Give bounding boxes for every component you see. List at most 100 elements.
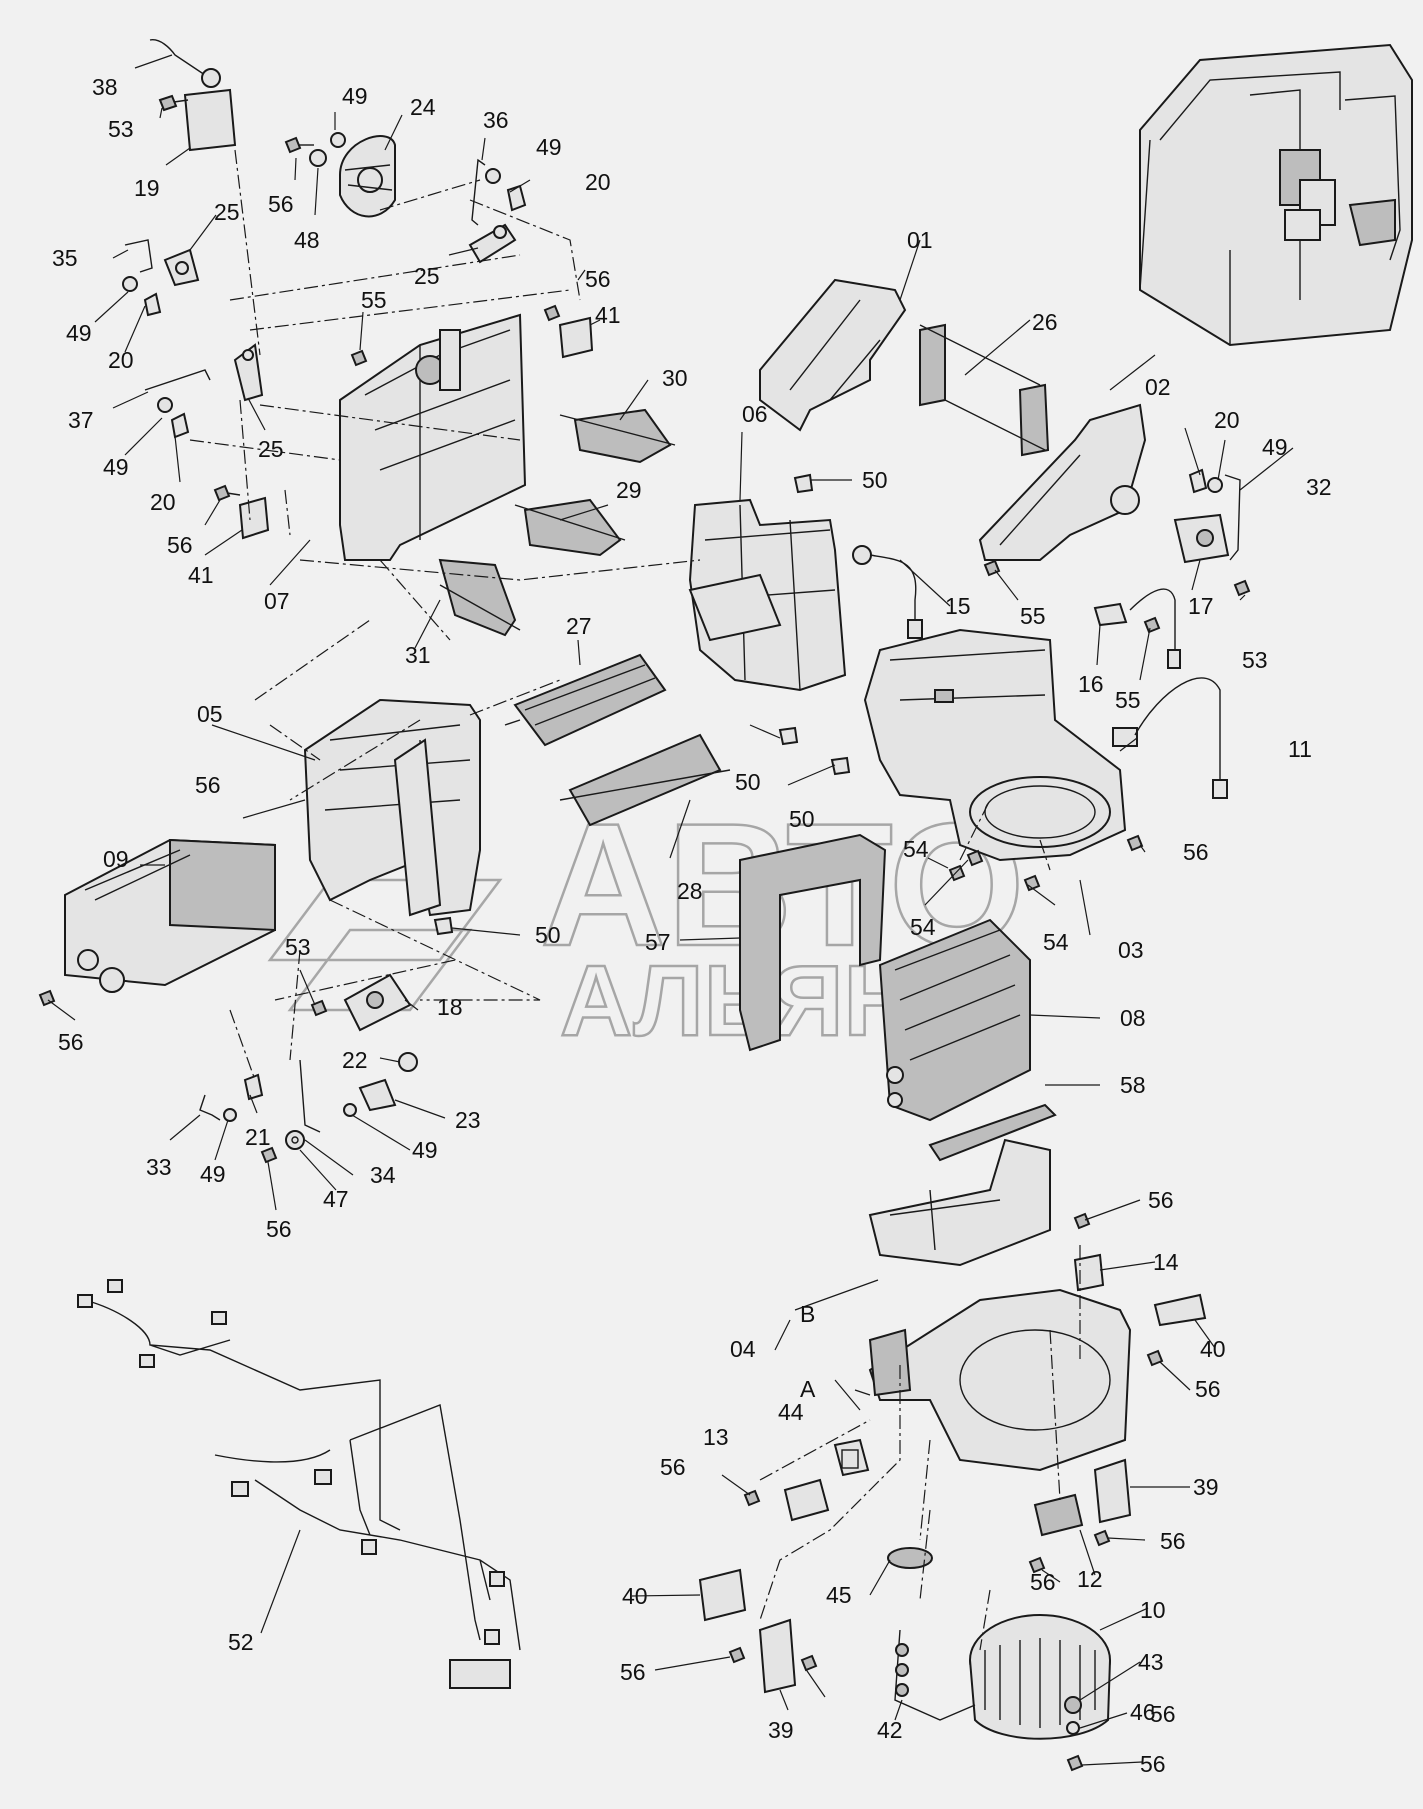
callout-28: 28 — [677, 878, 703, 904]
callout-25: 25 — [258, 436, 284, 462]
screw-56-lower-b — [800, 1654, 818, 1672]
callout-35: 35 — [52, 245, 78, 271]
callout-56: 56 — [620, 1659, 646, 1685]
lever-20-rod37 — [170, 412, 190, 439]
clip-49-rod33 — [223, 1108, 237, 1122]
callout-06: 06 — [742, 401, 768, 427]
callout-12: 12 — [1077, 1566, 1103, 1592]
bushing-48 — [309, 149, 327, 167]
screw-55-top — [350, 349, 368, 367]
callout-24: 24 — [410, 94, 436, 120]
callout-26: 26 — [1032, 309, 1058, 335]
callout-B: B — [800, 1301, 815, 1327]
leader-lines — [47, 54, 1294, 1766]
sensor-wire-15 — [852, 545, 923, 639]
blower-housing-03 — [863, 628, 1127, 862]
callout-38: 38 — [92, 74, 118, 100]
callout-43: 43 — [1138, 1649, 1164, 1675]
callout-39: 39 — [1193, 1474, 1219, 1500]
insulator-45 — [887, 1547, 933, 1569]
bracket-40-lower — [698, 1568, 747, 1622]
lever-20-left — [143, 292, 162, 317]
callout-54: 54 — [903, 836, 929, 862]
callout-50: 50 — [735, 769, 761, 795]
callout-56: 56 — [1195, 1376, 1221, 1402]
screw-56-lower-a — [728, 1646, 746, 1664]
callout-30: 30 — [662, 365, 688, 391]
callout-A: A — [800, 1376, 816, 1402]
air-door-31 — [438, 558, 521, 637]
link-rod-38 — [149, 39, 221, 88]
clip-50-left — [433, 916, 454, 936]
callout-21: 21 — [245, 1124, 271, 1150]
lever-25-lower — [233, 343, 264, 402]
callout-14: 14 — [1153, 1249, 1179, 1275]
callout-37: 37 — [68, 407, 94, 433]
washer-47 — [285, 1130, 305, 1150]
lever-20-top — [506, 184, 527, 212]
screw-56-bottom — [1066, 1754, 1084, 1772]
callout-33: 33 — [146, 1154, 172, 1180]
heater-core-09 — [64, 838, 276, 993]
callout-03: 03 — [1118, 937, 1144, 963]
screw-55-right — [1143, 616, 1161, 634]
screw-56-bracket39 — [1093, 1529, 1111, 1547]
seal-57 — [739, 833, 887, 1052]
lever-25-mid — [468, 223, 517, 264]
switch-14 — [1073, 1253, 1105, 1292]
seal-58 — [928, 1103, 1057, 1162]
duct-01 — [759, 278, 907, 432]
callout-56: 56 — [1140, 1751, 1166, 1777]
amplifier-12 — [1033, 1493, 1084, 1537]
callout-01: 01 — [907, 227, 933, 253]
screw-56-top — [284, 136, 314, 154]
callout-56: 56 — [167, 532, 193, 558]
lever-20-right — [1188, 468, 1208, 494]
filter-26 — [919, 323, 1050, 457]
callout-20: 20 — [108, 347, 134, 373]
callout-31: 31 — [405, 642, 431, 668]
bush-22 — [398, 1052, 418, 1072]
callout-16: 16 — [1078, 671, 1104, 697]
rod-32 — [1224, 474, 1241, 561]
washer-46 — [1066, 1721, 1080, 1735]
callout-56: 56 — [58, 1029, 84, 1055]
damper-lever-19 — [183, 88, 237, 152]
callout-56: 56 — [1183, 839, 1209, 865]
callout-50: 50 — [862, 467, 888, 493]
gear-sector-24 — [339, 135, 396, 218]
clip-49-lower — [343, 1103, 357, 1117]
callout-29: 29 — [616, 477, 642, 503]
motor-connector-42 — [894, 1629, 976, 1721]
bracket-40-top — [1153, 1293, 1207, 1327]
rod-34 — [299, 1059, 321, 1133]
callout-18: 18 — [437, 994, 463, 1020]
callout-49: 49 — [1262, 434, 1288, 460]
callout-50: 50 — [535, 922, 561, 948]
callout-25: 25 — [414, 263, 440, 289]
clip-49-right — [1207, 477, 1223, 493]
heater-core-27 — [504, 653, 667, 747]
nut-43 — [1064, 1696, 1082, 1714]
housing-05 — [303, 698, 481, 917]
callout-45: 45 — [826, 1582, 852, 1608]
filter-28 — [559, 733, 731, 827]
callout-15: 15 — [945, 593, 971, 619]
callout-52: 52 — [228, 1629, 254, 1655]
screw-56-mid — [543, 304, 561, 322]
callout-labels: 38 53 19 49 24 56 48 36 49 20 25 25 35 4… — [52, 74, 1332, 1777]
callout-27: 27 — [566, 613, 592, 639]
callout-41: 41 — [188, 562, 214, 588]
screw-56-amplifier — [1028, 1556, 1046, 1574]
clip-50-top — [793, 473, 814, 494]
callout-47: 47 — [323, 1186, 349, 1212]
callout-50: 50 — [789, 806, 815, 832]
callout-42: 42 — [877, 1717, 903, 1743]
callout-41: 41 — [595, 302, 621, 328]
callout-23: 23 — [455, 1107, 481, 1133]
callout-40: 40 — [1200, 1336, 1226, 1362]
air-door-30 — [559, 408, 676, 464]
callout-56: 56 — [660, 1454, 686, 1480]
callout-49: 49 — [412, 1137, 438, 1163]
